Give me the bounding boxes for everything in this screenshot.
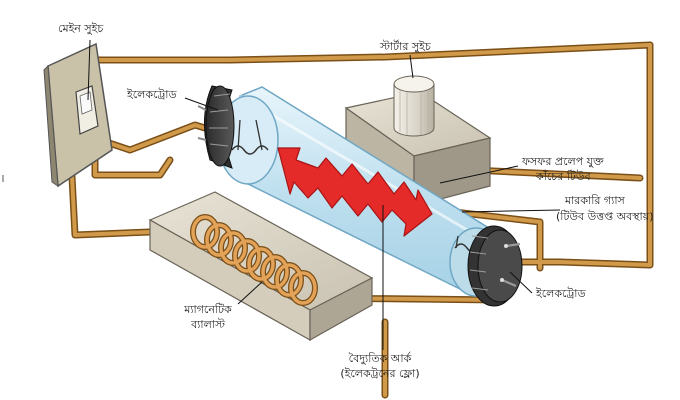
coil-icon [190,214,318,306]
label-starter-switch: স্টার্টার সুইচ [380,40,431,53]
end-cap-right [467,225,523,307]
end-cap-left [197,85,235,169]
double-arrow-icon [277,147,433,237]
starter-canister-icon [393,75,435,137]
label-arc-line1: বৈদ্যুতিক আর্ক [348,352,412,365]
label-phosphor-line2: কাঁচের টিউব [536,170,591,183]
label-electrode-right: ইলেকট্রোড [536,287,586,300]
label-electrode-left: ইলেকট্রোড [127,88,177,101]
leader-lines [87,39,561,350]
label-mercury-line1: মারকারি গ্যাস [565,194,625,207]
label-mercury-line2: (টিউব উত্তপ্ত অবস্থায়) [556,210,654,223]
label-ballast-line1: ম্যাগনেটিক [184,303,232,316]
main-switch [43,42,113,188]
label-arc-line2: (ইলেকট্রনের ফ্লো) [340,367,420,380]
label-phosphor-line1: ফসফর প্রলেপ যুক্ত [522,155,604,168]
label-main-switch: মেইন সুইচ [58,22,104,35]
starter-switch [344,75,492,208]
magnetic-ballast [148,191,374,342]
label-ballast-line2: ব্যালাস্ট [191,318,225,331]
